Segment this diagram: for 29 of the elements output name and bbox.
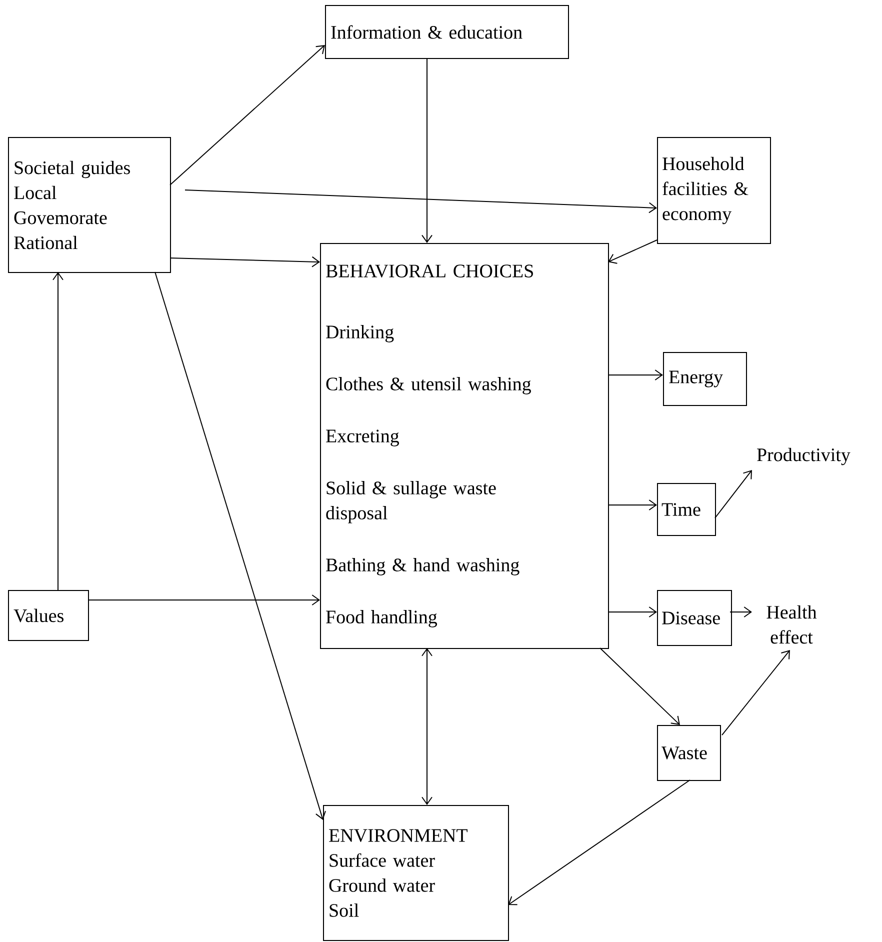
arrow	[508, 780, 690, 906]
text-label: Productivity	[757, 448, 850, 466]
process-box: Disease	[657, 590, 732, 646]
arrow	[170, 256, 320, 268]
arrow	[608, 240, 658, 264]
arrow	[88, 594, 320, 606]
arrow	[608, 370, 663, 380]
arrow	[154, 272, 326, 820]
arrow	[184, 190, 657, 214]
process-box: Household facilities & economy	[657, 137, 771, 244]
arrow	[714, 470, 752, 518]
process-box: BEHAVIORAL CHOICES Drinking Clothes & utensil washing Excreting Solid & sullage waste disposal Bathing & hand washing Food handling	[320, 243, 609, 649]
arrow	[422, 58, 432, 243]
process-box: Information & education	[325, 5, 569, 59]
arrow	[722, 650, 790, 736]
process-box: Time	[657, 483, 716, 536]
arrow	[422, 648, 432, 805]
arrow	[52, 272, 64, 590]
process-box: Waste	[657, 725, 721, 781]
arrow	[170, 45, 325, 186]
process-box: Values	[8, 590, 89, 641]
process-box: Energy	[663, 352, 747, 406]
arrow	[608, 606, 657, 618]
process-box: Societal guides Local Govemorate Rational	[8, 137, 171, 273]
arrow	[730, 606, 752, 618]
process-box: ENVIRONMENT Surface water Ground water Soil	[323, 805, 509, 941]
arrow	[600, 648, 680, 725]
text-label: Health effect	[766, 605, 817, 644]
arrow	[608, 500, 657, 510]
